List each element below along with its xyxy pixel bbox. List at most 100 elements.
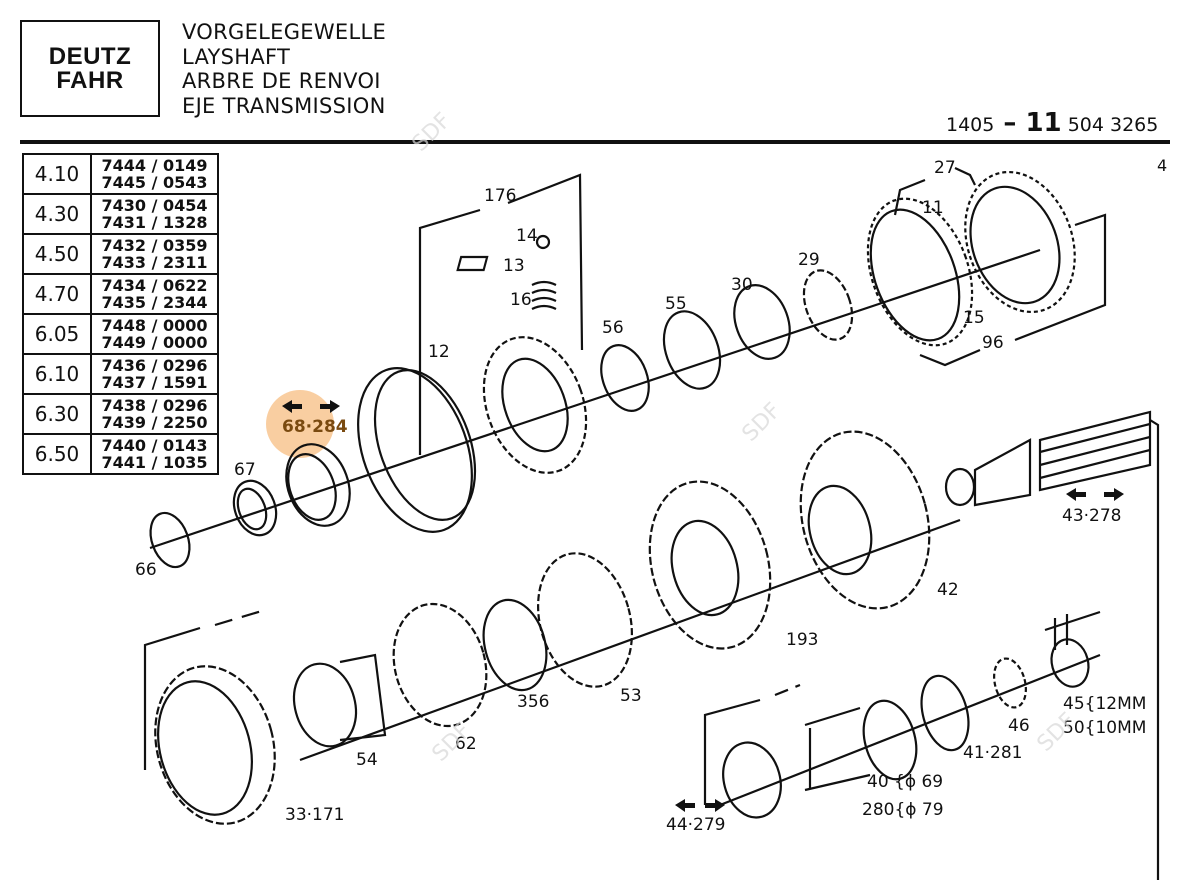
part-67-ring-inner	[236, 487, 268, 531]
part-33-gear-inner	[157, 680, 253, 816]
part-12-sleeve	[357, 367, 473, 533]
variant-model: 6.10	[22, 353, 92, 395]
bracket-176-right	[507, 173, 584, 351]
arrow-right-icon	[1104, 488, 1124, 501]
part-11-gear	[869, 208, 961, 342]
bottom-axis-line	[719, 653, 1101, 807]
label-29: 29	[798, 250, 820, 270]
part-54-bush-body	[339, 653, 387, 742]
dashed-leader	[774, 683, 801, 697]
label-56: 56	[602, 318, 624, 338]
part-hub-inner	[501, 357, 569, 453]
header-rule	[20, 140, 1170, 144]
variant-code: 7448 / 0000	[101, 316, 208, 335]
bracket-33	[143, 626, 201, 770]
spline-line	[1039, 422, 1151, 454]
page-number: 4	[1157, 156, 1168, 175]
part-193-hub	[670, 519, 740, 617]
dashed-leader	[214, 608, 266, 627]
label-41-281: 41·281	[963, 743, 1023, 763]
drawing-code: 1405 – 11 504 3265	[946, 108, 1159, 138]
part-66-gear	[149, 511, 191, 569]
variant-code: 7432 / 0359	[101, 236, 208, 255]
title-spanish: EJE TRANSMISSION	[182, 93, 386, 118]
logo-line-1: DEUTZ	[48, 42, 132, 70]
variant-model: 4.30	[22, 193, 92, 235]
part-33-gear	[154, 665, 276, 825]
dimension-line	[1044, 610, 1101, 632]
label-280-dia79: 280{ϕ 79	[862, 800, 944, 820]
arrow-right-icon	[320, 400, 340, 413]
part-42-gear	[799, 430, 931, 610]
label-68-284: 68·284	[282, 417, 348, 437]
label-11: 11	[922, 198, 944, 218]
variant-code: 7440 / 0143	[101, 436, 208, 455]
part-29-needle-bearing	[802, 269, 854, 341]
label-176: 176	[484, 186, 517, 206]
bracket-96-right	[1014, 213, 1107, 342]
label-13: 13	[503, 256, 525, 276]
title-german: VORGELEGEWELLE	[182, 20, 387, 44]
part-46-bearing	[993, 657, 1027, 709]
part-hub-gear	[482, 336, 588, 474]
bracket-27-left	[893, 178, 926, 216]
title-french: ARBRE DE RENVOI	[182, 69, 381, 93]
label-40-dia69: 40 {ϕ 69	[867, 772, 944, 792]
upper-axis-line	[149, 248, 1041, 550]
code-prefix: 1405	[946, 114, 995, 136]
variant-code: 7431 / 1328	[101, 213, 208, 232]
part-12-sleeve-inner	[373, 369, 477, 521]
part-43-shaft-body	[973, 438, 1032, 507]
part-67-ring	[232, 479, 278, 537]
part-41-ring	[920, 674, 970, 752]
label-15: 15	[963, 308, 985, 328]
label-30: 30	[731, 275, 753, 295]
arrow-left-icon	[1066, 488, 1086, 501]
variant-code: 7438 / 0296	[101, 396, 208, 415]
variant-code: 7441 / 1035	[101, 453, 208, 472]
part-11-teeth	[866, 197, 974, 347]
bracket-44	[703, 698, 761, 805]
variant-model: 6.30	[22, 393, 92, 435]
label-33-171: 33·171	[285, 805, 345, 825]
logo-line-2: FAHR	[56, 66, 124, 94]
label-55: 55	[665, 294, 687, 314]
label-356: 356	[517, 692, 550, 712]
part-53-gear	[537, 552, 633, 688]
label-66: 66	[135, 560, 157, 580]
variant-code: 7434 / 0622	[101, 276, 208, 295]
variant-code: 7436 / 0296	[101, 356, 208, 375]
variant-code: 7445 / 0543	[101, 173, 208, 192]
label-193: 193	[786, 630, 819, 650]
label-62: 62	[455, 734, 477, 754]
part-44-bearing	[722, 741, 782, 819]
spline-line	[1039, 448, 1151, 480]
variant-code: 7430 / 0454	[101, 196, 208, 215]
part-15-cone	[969, 185, 1061, 305]
variant-model: 6.50	[22, 433, 92, 475]
label-12: 12	[428, 342, 450, 362]
arrow-left-icon	[282, 400, 302, 413]
part-15-teeth	[964, 170, 1076, 314]
label-16: 16	[510, 290, 532, 310]
label-54: 54	[356, 750, 378, 770]
label-50-10mm: 50{10MM	[1063, 718, 1147, 738]
dimension-line	[804, 706, 861, 727]
variant-code: 7437 / 1591	[101, 373, 208, 392]
bracket-96-left	[919, 348, 981, 367]
part-30-bush	[733, 284, 791, 360]
part-43-shaft-end	[944, 467, 976, 507]
title-english: LAYSHAFT	[182, 44, 291, 69]
variant-code: 7444 / 0149	[101, 156, 208, 175]
arrow-left-icon	[675, 799, 695, 812]
variant-code: 7449 / 0000	[101, 333, 208, 352]
part-14-ball	[535, 234, 551, 250]
